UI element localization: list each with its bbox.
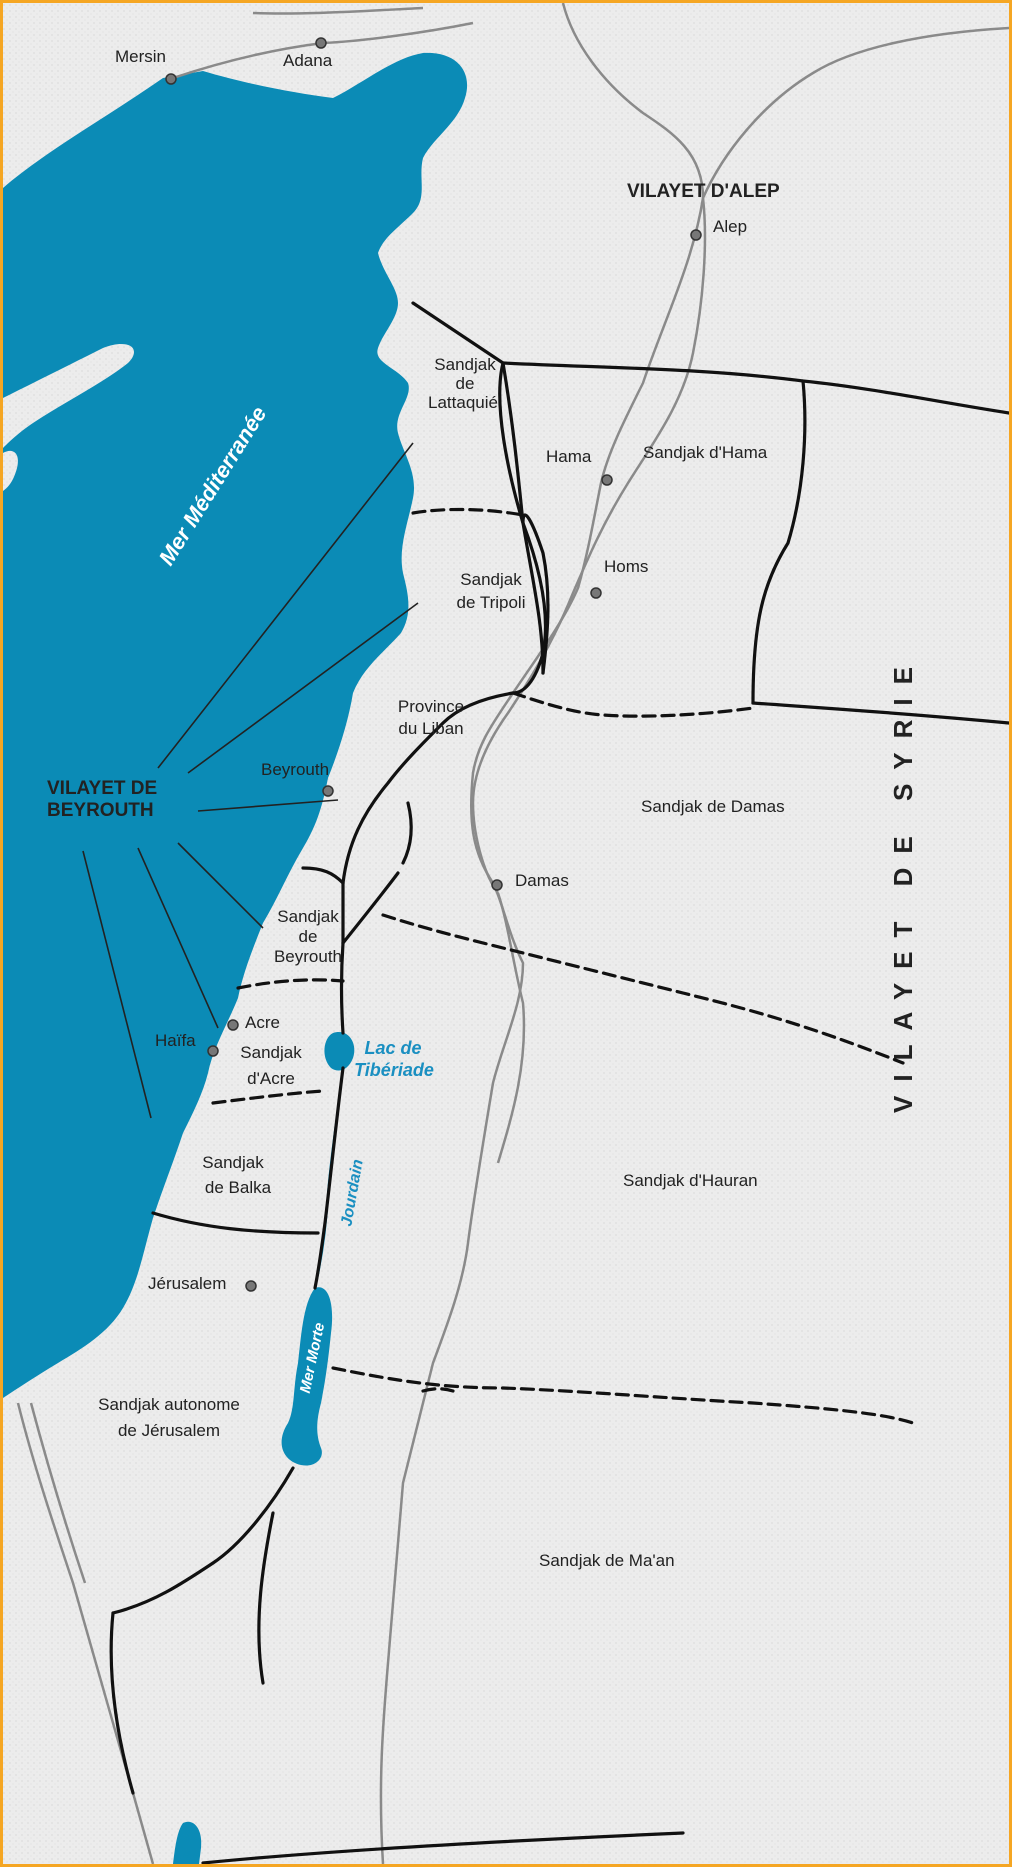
- sandjak-acre-line2: d'Acre: [247, 1069, 295, 1088]
- city-label-alep: Alep: [713, 217, 748, 236]
- sandjak-lattaquie-line2: de: [455, 374, 475, 393]
- city-label-beyrouth: Beyrouth: [261, 760, 330, 779]
- sandjak-hauran: Sandjak d'Hauran: [623, 1171, 758, 1190]
- sandjak-damas: Sandjak de Damas: [641, 797, 785, 816]
- cyprus: [3, 343, 134, 448]
- city-markers: [165, 37, 702, 1292]
- sandjak-balka-line1: Sandjak: [202, 1153, 264, 1172]
- sandjak-beyrouth-line1: Sandjak: [277, 907, 339, 926]
- sandjak-lattaquie-line3: Lattaquié: [428, 393, 498, 412]
- roads: [16, 3, 1009, 1864]
- marker-mersin: [165, 73, 177, 85]
- marker-homs: [590, 587, 602, 599]
- city-label-damas: Damas: [515, 871, 569, 890]
- solid-borders: [109, 301, 1009, 1864]
- marker-alep: [690, 229, 702, 241]
- gulf-aqaba: [173, 1821, 202, 1864]
- marker-hama: [601, 474, 613, 486]
- dead-sea: [281, 1287, 333, 1466]
- sandjak-tripoli-line1: Sandjak: [460, 570, 522, 589]
- vilayet-label-beyrouth-line2: BEYROUTH: [47, 800, 154, 821]
- marker-damas: [491, 879, 503, 891]
- island-strip: [3, 450, 18, 491]
- sandjak-hama: Sandjak d'Hama: [643, 443, 768, 462]
- city-label-homs: Homs: [604, 557, 649, 576]
- sandjak-jerusalem-line1: Sandjak autonome: [98, 1395, 240, 1414]
- marker-beyrouth: [322, 785, 334, 797]
- city-label-jerusalem: Jérusalem: [148, 1274, 227, 1293]
- sandjak-beyrouth-line3: Beyrouth: [273, 947, 343, 966]
- marker-haifa: [207, 1045, 219, 1057]
- marker-acre: [227, 1019, 239, 1031]
- dashed-borders: [211, 507, 915, 1425]
- sandjak-acre-line1: Sandjak: [240, 1043, 302, 1062]
- sandjak-jerusalem-line2: de Jérusalem: [117, 1421, 221, 1440]
- vilayet-label-beyrouth-line1: VILAYET DE: [47, 778, 158, 799]
- sandjak-lattaquie-line1: Sandjak: [434, 355, 496, 374]
- sandjak-liban-line1: Province: [397, 697, 465, 716]
- map-svg: [3, 3, 1009, 1864]
- sandjak-balka-line2: de Balka: [204, 1178, 272, 1197]
- city-label-mersin: Mersin: [115, 47, 167, 66]
- lake-label-tiberiade-line1: Lac de: [364, 1038, 422, 1058]
- lake-label-tiberiade-line2: Tibériade: [354, 1060, 434, 1080]
- marker-jerusalem: [245, 1280, 257, 1292]
- sandjak-tripoli-line2: de Tripoli: [456, 593, 526, 612]
- marker-adana: [315, 37, 327, 49]
- mediterranean-sea: [3, 52, 468, 1399]
- sandjak-liban-line2: du Liban: [398, 719, 464, 738]
- vilayet-label-syrie: VILAYET DE SYRIE: [888, 653, 918, 1113]
- city-label-hama: Hama: [546, 447, 592, 466]
- city-label-acre: Acre: [245, 1013, 280, 1032]
- lake-tiberiade: [324, 1032, 355, 1071]
- leader-lines: [82, 442, 419, 1119]
- city-label-adana: Adana: [283, 51, 333, 70]
- sandjak-maan: Sandjak de Ma'an: [539, 1551, 675, 1570]
- sandjak-beyrouth-line2: de: [298, 927, 318, 946]
- city-label-haifa: Haïfa: [155, 1031, 196, 1050]
- vilayet-label-alep: VILAYET D'ALEP: [627, 181, 780, 202]
